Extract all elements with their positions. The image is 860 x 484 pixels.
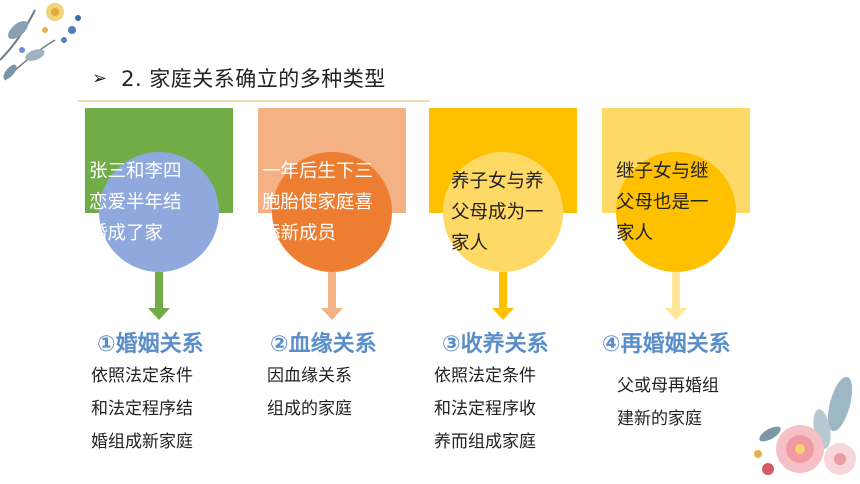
down-arrow-icon: [492, 308, 514, 320]
down-arrow-shaft: [155, 272, 163, 310]
down-arrow-icon: [665, 308, 687, 320]
down-arrow-shaft: [672, 272, 680, 310]
card-circle: [443, 152, 563, 272]
card-circle-text: 继子女与继父母也是一家人: [616, 161, 709, 244]
label-marriage: ①婚姻关系: [97, 332, 204, 357]
card-circle: [272, 152, 392, 272]
label-adoption: ③收养关系: [442, 332, 549, 357]
desc-blood: 因血缘关系组成的家庭: [267, 366, 352, 419]
label-remarriage: ④再婚姻关系: [602, 332, 731, 357]
down-arrow-icon: [148, 308, 170, 320]
label-blood: ②血缘关系: [270, 332, 377, 357]
desc-remarriage: 父或母再婚组建新的家庭: [617, 376, 719, 429]
card-circle: [616, 152, 736, 272]
heading-underline: [78, 100, 430, 102]
down-arrow-shaft: [499, 272, 507, 310]
section-heading: ➢ 2. 家庭关系确立的多种类型: [92, 58, 386, 98]
down-arrow-icon: [321, 308, 343, 320]
card-circle-text: 一年后生下三胞胎使家庭喜添新成员: [262, 161, 374, 244]
card-circle-text: 张三和李四恋爱半年结婚成了家: [89, 161, 182, 244]
desc-marriage: 依照法定条件和法定程序结婚组成新家庭: [91, 366, 193, 452]
desc-adoption: 依照法定条件和法定程序收养而组成家庭: [434, 366, 536, 452]
card-circle: [99, 152, 219, 272]
down-arrow-shaft: [328, 272, 336, 310]
arrow-bullet-icon: ➢: [92, 67, 108, 89]
section-title: 2. 家庭关系确立的多种类型: [121, 67, 386, 91]
card-circle-text: 养子女与养父母成为一家人: [451, 171, 544, 254]
floral-decoration-top-left: [0, 3, 81, 81]
floral-decoration-bottom-right: [754, 376, 856, 475]
